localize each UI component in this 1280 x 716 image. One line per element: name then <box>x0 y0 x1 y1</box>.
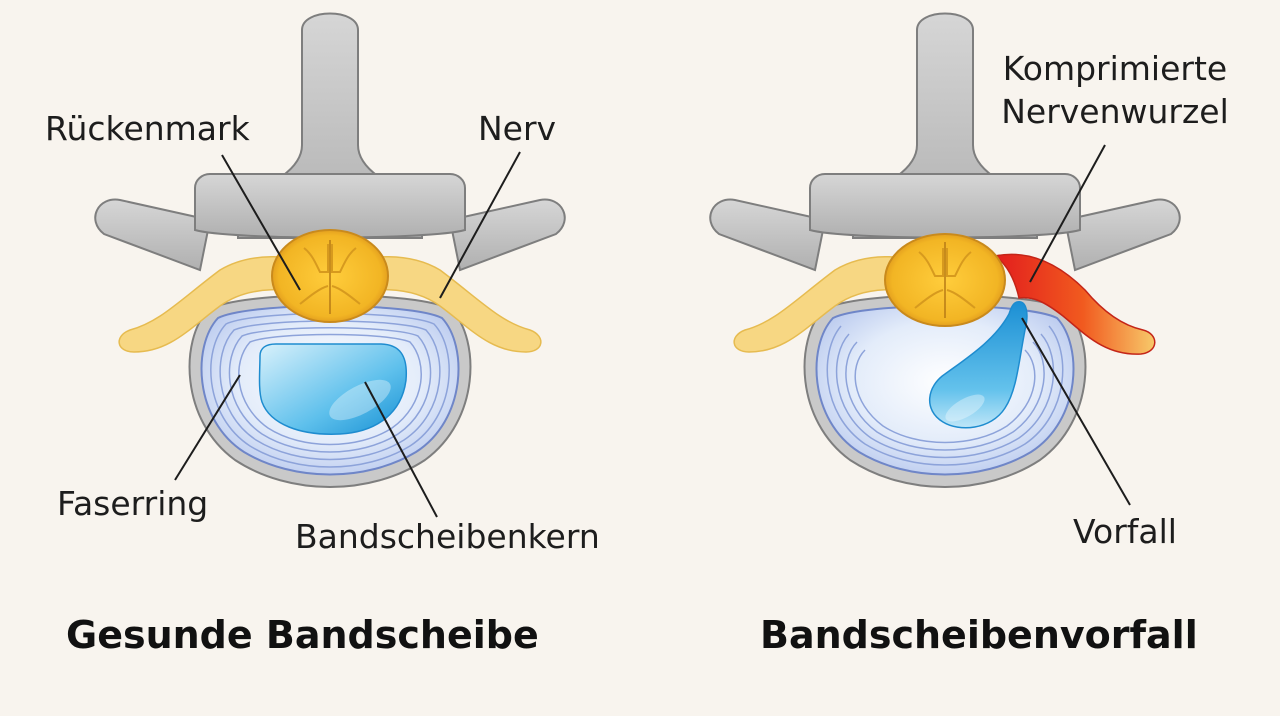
spinal-cord <box>884 233 1006 327</box>
nucleus-pulposus <box>258 343 408 435</box>
compressed-nerve-root <box>993 253 1156 355</box>
label-prolapse: Vorfall <box>1073 512 1177 551</box>
herniated-disc-illustration <box>709 12 1181 488</box>
spinal-cord <box>271 229 389 323</box>
title-healthy-disc: Gesunde Bandscheibe <box>66 613 539 657</box>
label-annulus: Faserring <box>57 484 209 523</box>
label-compressed-root-line1: Komprimierte <box>1002 49 1228 88</box>
label-nucleus: Bandscheibenkern <box>295 517 600 556</box>
label-nerve: Nerv <box>478 109 557 148</box>
title-herniated-disc: Bandscheibenvorfall <box>760 613 1198 657</box>
label-spinal-cord: Rückenmark <box>45 109 250 148</box>
leader-lines <box>174 144 1131 518</box>
herniated-nucleus <box>928 301 1028 429</box>
healthy-disc-illustration <box>94 12 566 488</box>
label-compressed-root-line2: Nervenwurzel <box>1001 92 1229 131</box>
